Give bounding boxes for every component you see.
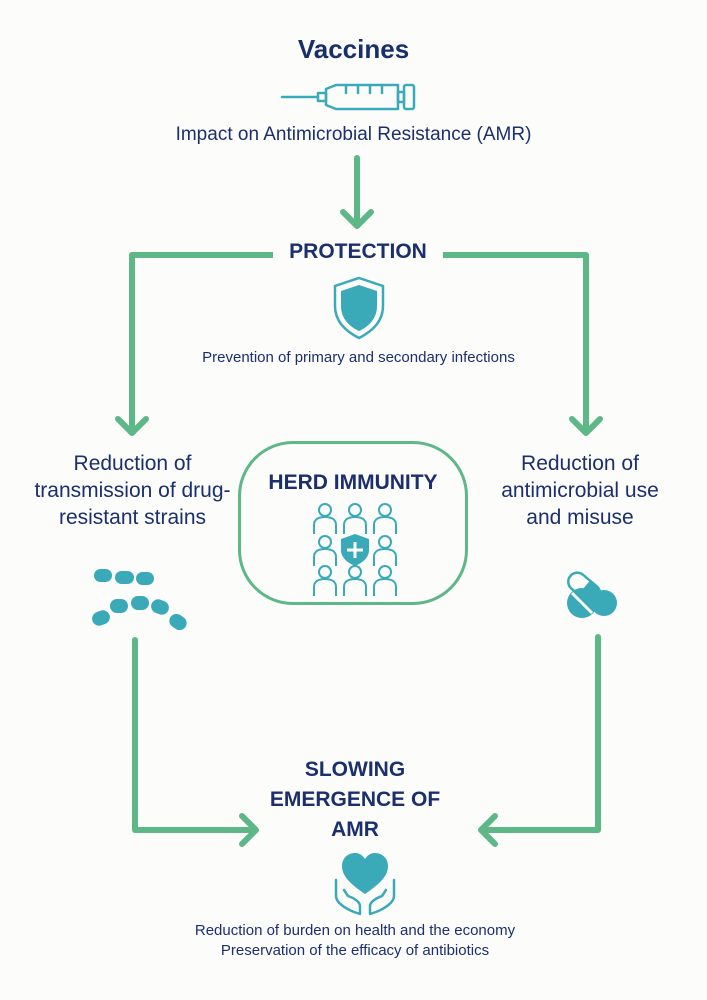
shield-icon	[333, 276, 385, 340]
subtitle: Impact on Antimicrobial Resistance (AMR)	[175, 124, 532, 145]
outcome-line-2: Preservation of the efficacy of antibiot…	[220, 942, 490, 959]
arrow-right-to-outcome	[479, 634, 601, 833]
crowd-icon	[313, 503, 397, 596]
left-effect-text: Reduction of transmission of drug-resist…	[34, 452, 231, 529]
arrow-left-to-outcome	[132, 637, 258, 833]
syringe-icon	[280, 83, 416, 111]
protection-heading: PROTECTION	[273, 240, 443, 264]
bacteria-icon	[92, 569, 187, 631]
arrow-right-to-outcome-head	[478, 813, 498, 847]
heart-hands-icon	[334, 853, 396, 916]
right-effect-text: Reduction of antimicrobial use and misus…	[501, 452, 659, 529]
arrow-left-to-outcome-head	[239, 813, 259, 847]
pills-icon	[567, 571, 617, 618]
arrow-to-left-effect-head	[115, 416, 149, 436]
outcome-heading: SLOWING EMERGENCE OF AMR	[269, 758, 441, 841]
page-title: Vaccines	[297, 34, 410, 64]
herd-immunity-label: HERD IMMUNITY	[268, 471, 438, 494]
arrow-to-right-effect	[439, 252, 589, 435]
arrow-to-right-effect-head	[569, 416, 603, 436]
arrow-to-left-effect	[129, 252, 279, 435]
arrow-to-protection-head	[340, 209, 374, 229]
outcome-details: Reduction of burden on health and the ec…	[100, 921, 610, 961]
outcome-line-1: Reduction of burden on health and the ec…	[194, 922, 516, 939]
protection-description: Prevention of primary and secondary infe…	[202, 349, 515, 366]
